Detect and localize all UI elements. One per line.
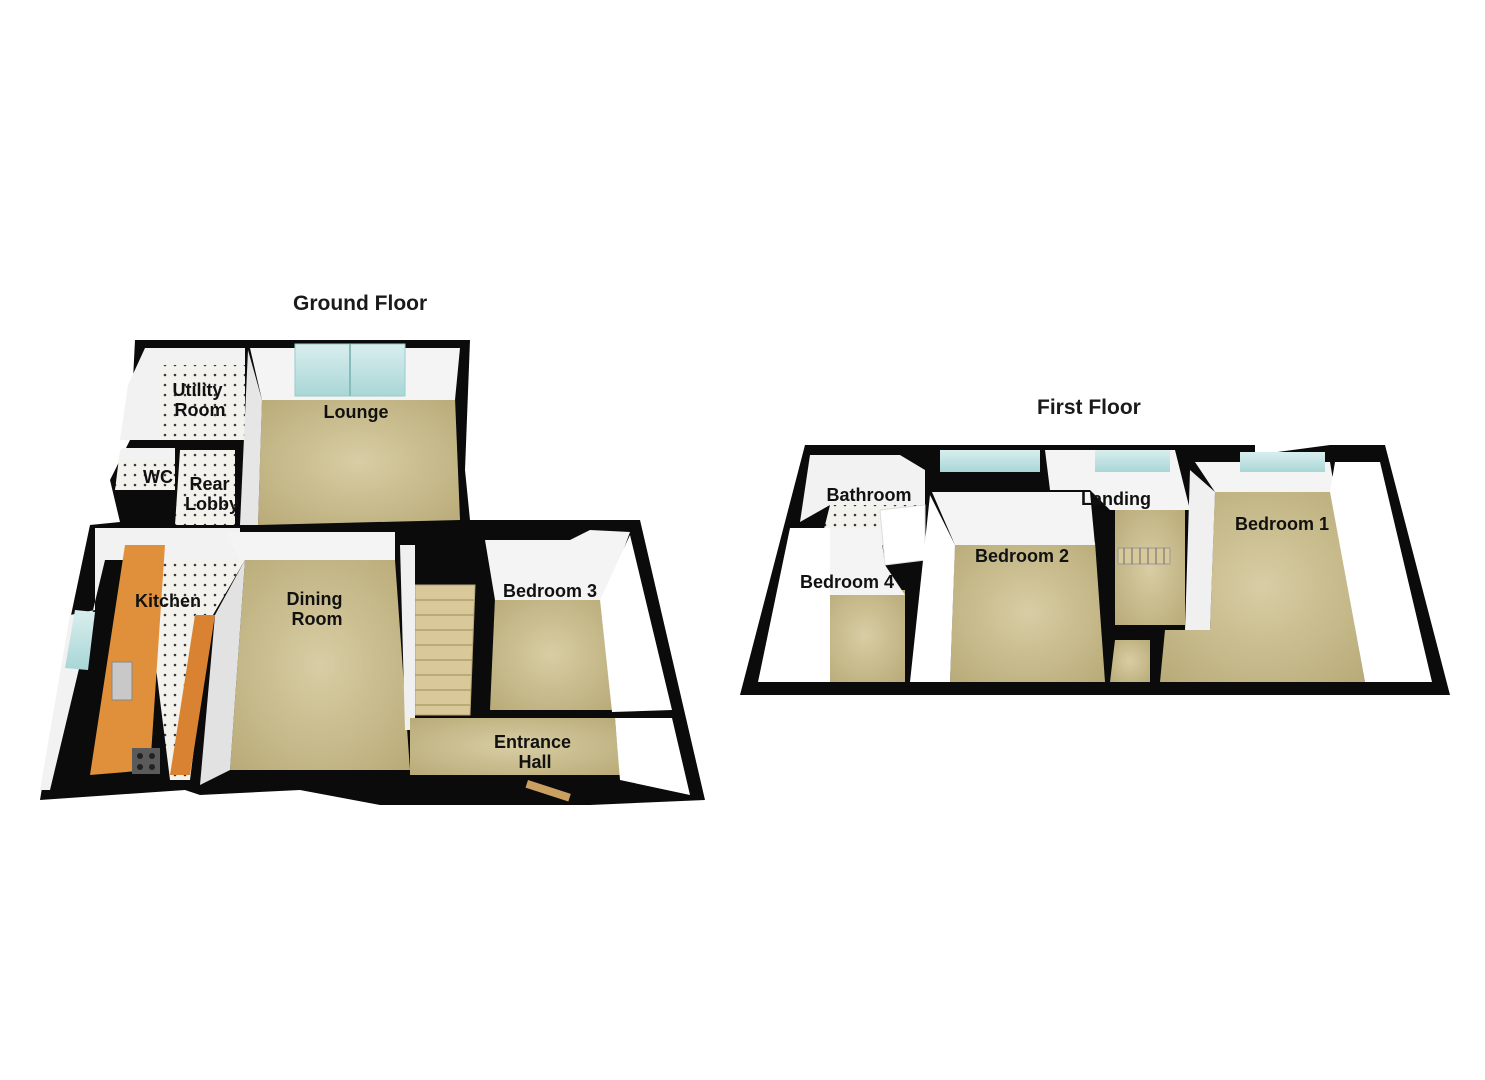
landing-stair-rail	[1117, 547, 1171, 565]
bedroom-3-right-wall	[600, 535, 672, 712]
bedroom-1-left-wall	[1185, 470, 1215, 630]
bedroom-2-left-wall	[910, 495, 955, 682]
bedroom-1-right-wall	[1330, 462, 1432, 682]
utility-room-label-line-1: Utility	[172, 380, 222, 400]
first-floor-window-2	[1095, 450, 1170, 472]
stair-wall	[400, 545, 415, 730]
dining-room-back-wall	[225, 532, 395, 560]
utility-room-label-line-2: Room	[175, 400, 226, 420]
entrance-hall-right-wall	[615, 718, 690, 795]
rear-lobby-label-line-1: Rear	[189, 474, 229, 494]
entrance-hall-label-line-1: Entrance	[494, 732, 571, 752]
rear-lobby-label: Rear Lobby	[185, 474, 239, 514]
bedroom-4-floor	[825, 590, 905, 682]
kitchen-window	[65, 610, 95, 670]
front-door	[525, 780, 571, 802]
wc-label: WC	[143, 467, 173, 487]
kitchen-sink	[111, 661, 133, 701]
bedroom-2-back-wall	[932, 492, 1095, 545]
entrance-hall-label-line-2: Hall	[518, 752, 551, 772]
bedroom-2-label: Bedroom 2	[975, 546, 1069, 566]
utility-room-label: Utility Room	[172, 380, 227, 420]
bedroom-4-left-wall	[758, 528, 830, 682]
bathroom-stair-void	[879, 504, 926, 566]
bedroom-3-back-wall	[485, 530, 630, 600]
lounge-left-wall	[240, 350, 262, 525]
bedroom-4-label: Bedroom 4	[800, 572, 894, 592]
entrance-hall-label: Entrance Hall	[494, 732, 576, 772]
ground-staircase	[414, 584, 476, 716]
ground-floor-plan	[40, 340, 705, 805]
landing-lower-floor	[1110, 640, 1150, 682]
wc-wall	[120, 448, 175, 460]
lounge-label: Lounge	[324, 402, 389, 422]
bedroom-2-floor	[950, 542, 1105, 682]
utility-room-floor	[160, 360, 245, 440]
kitchen-worktop-right	[170, 615, 215, 775]
bedroom-4-back-wall	[830, 528, 905, 595]
bedroom-3-floor	[490, 598, 612, 710]
rear-lobby-label-line-2: Lobby	[185, 494, 239, 514]
entrance-hall-floor	[410, 718, 620, 775]
lounge-floor	[258, 398, 460, 525]
first-floor-title: First Floor	[1037, 396, 1141, 419]
dining-room-label: Dining Room	[286, 589, 347, 629]
utility-room-wall	[120, 348, 245, 440]
rear-lobby-floor	[175, 450, 235, 525]
landing-floor	[1115, 510, 1185, 625]
bathroom-wall	[800, 455, 925, 522]
ground-floor-labels: Utility Room Lounge WC Rear Lobby Kitche…	[135, 380, 597, 772]
first-floor-window-1	[940, 450, 1040, 472]
bathroom-label: Bathroom	[827, 485, 912, 505]
kitchen-label: Kitchen	[135, 591, 201, 611]
first-floor-labels: Bathroom Landing Bedroom 1 Bedroom 2 Bed…	[800, 485, 1329, 592]
dining-room-left-wall	[200, 560, 245, 785]
bedroom-1-label: Bedroom 1	[1235, 514, 1329, 534]
first-floor-plan	[740, 445, 1450, 695]
bedroom-3-label: Bedroom 3	[503, 581, 597, 601]
ground-floor-title: Ground Floor	[293, 292, 428, 315]
bedroom-1-floor	[1160, 490, 1365, 682]
first-floor-window-3	[1240, 452, 1325, 472]
landing-label: Landing	[1081, 489, 1151, 509]
kitchen-worktop	[90, 545, 165, 775]
dining-room-label-line-1: Dining	[286, 589, 342, 609]
dining-room-label-line-2: Room	[292, 609, 343, 629]
dining-room-floor	[230, 560, 410, 770]
kitchen-hob	[132, 748, 160, 774]
